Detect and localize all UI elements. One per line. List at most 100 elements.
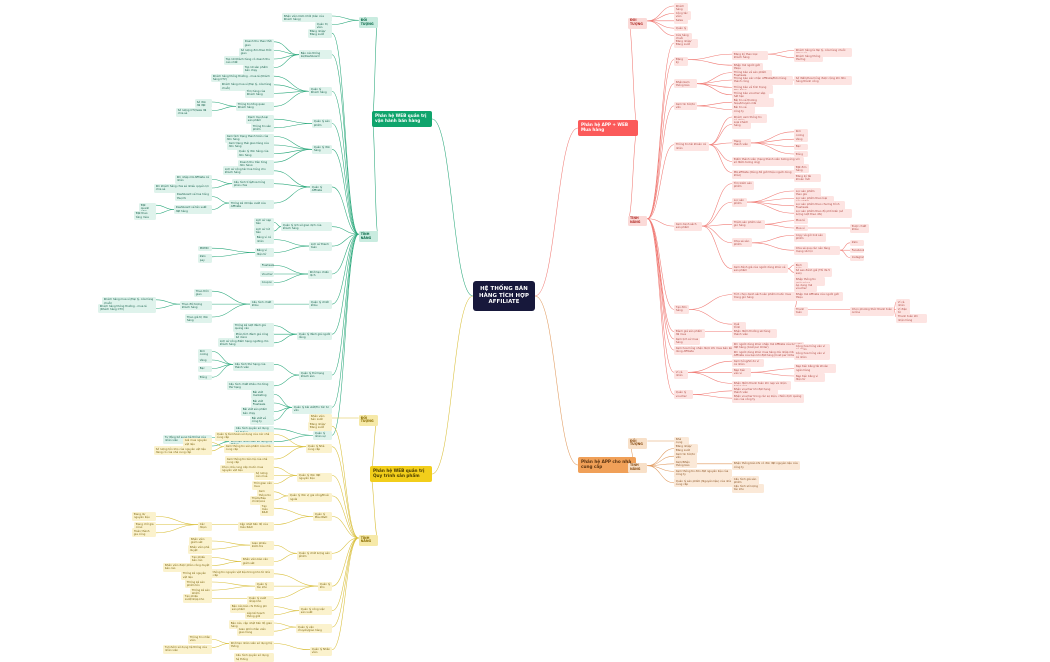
node-depth2[interactable]: Thêm/điều chỉnh/xoá [250,495,274,505]
node-depth5[interactable]: Thanh toán khi nhận hàng [896,314,927,324]
node-depth2[interactable]: Cấu hình số lượng tồn kho [732,483,764,493]
node-depth1[interactable]: Đăng nhập/Đăng xuất [674,38,698,48]
node-depth3[interactable]: MOMO [198,245,212,252]
branch-node-web-ban-hang[interactable]: Phân hệ WEB quản trị vận hành bán hàng [372,111,432,127]
node-depth2[interactable]: Bảng vỉ cá nhân [255,235,274,245]
node-depth2[interactable]: Nhân viên báo cáo giám sát [241,557,274,567]
category-đối-tượng[interactable]: ĐỐI TƯỢNG [628,17,648,29]
node-depth3[interactable]: Kim cương [198,348,212,358]
category-đối-tượng[interactable]: ĐỐI TƯỢNG [358,415,378,426]
node-depth3[interactable]: Lọc sản phẩm theo độ phổ biến (số lượng … [794,208,852,218]
node-depth2[interactable]: Khách hàng mua sỉ (Đại lý, cửa hàng chuỗ… [220,82,274,92]
node-depth1[interactable]: Đăng nhập/Đăng xuất [308,421,332,431]
node-depth2[interactable]: Thông tin tổng quan Khách hàng [236,101,274,111]
node-depth2[interactable]: Xem thông tin sản phẩm của nhà cung cấp [224,444,274,453]
node-depth2[interactable]: Chọn nhà cung cấp muốn mua nguyên vật li… [220,464,274,474]
node-depth2[interactable]: Giao phối nhân viên giao hàng [237,626,274,636]
node-depth1[interactable]: Quản lý sản phẩm [312,119,332,129]
node-depth2[interactable]: Thông báo về sản phẩm Flashsale [732,69,772,79]
node-depth2[interactable]: Khách hàng thông thường - mua lẻ (Khách … [211,73,274,83]
node-depth2[interactable]: Nhận điểm thanh toán khi nạp và nhận lượ… [732,380,791,390]
node-depth2[interactable]: Khi người dùng khác mua hàng mà nhập mã … [732,349,804,359]
node-depth3[interactable]: Bình luận [794,262,808,272]
node-depth3[interactable]: Zalo pay [198,254,212,264]
node-depth2[interactable]: Tích chọn danh sách sản phẩm muốn mua tr… [732,291,799,301]
node-depth1[interactable]: Xem hoa hồng nhận được khi mua bán kênh … [674,345,743,355]
node-depth1[interactable]: Khách hàng [674,3,688,13]
node-depth1[interactable]: Đăng nhập/Đăng xuất [308,28,332,38]
node-depth2[interactable]: Báo cáo báo chi thống phi sản phẩm [230,603,274,613]
node-depth2[interactable]: Quản lý xuất nhập kho [247,595,274,605]
node-depth2[interactable]: Cấu hình chiết khấu cho từng thứ hạng [227,381,274,391]
node-depth3[interactable]: Nhân viên giám sát [189,536,212,546]
node-depth2[interactable]: Doanh thu trên từng đơn hàng [238,159,274,169]
node-depth3[interactable]: Số đơn đã đặt [195,99,212,109]
node-depth1[interactable]: Nhân viên Sản xuất [309,413,332,423]
branch-node-app-nha-cung-cap[interactable]: Phân hệ APP cho nhà cung cấp [578,457,636,473]
node-depth2[interactable]: Cấu hình quyền sử dụng hệ thống [234,653,274,662]
node-depth2[interactable]: Xem thông tin [257,489,274,499]
node-depth2[interactable]: Quản lý tài khoản sử dụng của các nhà cu… [215,431,274,441]
node-depth4[interactable]: Khách hàng mua sỉ (Đại lý, cửa hàng chuỗ… [102,297,156,307]
node-depth3[interactable]: Dashboard về hoa hồng thu/chi [175,192,212,202]
node-depth3[interactable]: Khách hàng thông thường [794,53,823,63]
node-depth1[interactable]: Quản lý chất lượng sản phẩm [297,550,332,560]
node-depth2[interactable]: Nhận thông báo khi có đơn đặt nguyên liệ… [732,461,800,471]
node-depth1[interactable]: Quản trị viên [315,21,332,31]
node-depth2[interactable]: Hạng thành viên [732,138,751,148]
node-depth4[interactable]: Zalo [850,240,864,246]
node-depth5[interactable]: Ví điện tử [896,306,910,316]
node-depth3[interactable]: Theo đối tượng khách hàng [180,301,212,311]
node-depth1[interactable]: Tạo đơn hàng [674,305,689,314]
node-depth2[interactable]: Xem trạng thái giao hàng của đơn hàng [227,140,274,150]
node-depth3[interactable]: Vàng [794,136,808,143]
node-depth3[interactable]: Cộng hoa hồng vào ví cá nhân [794,351,830,361]
node-depth2[interactable]: Tìm hàng của Khách hàng [245,89,274,98]
node-depth3[interactable]: Theo thời gian [194,288,212,298]
node-depth4[interactable]: Instagram [850,254,864,261]
node-depth2[interactable]: Thời gian cần mua [252,480,274,490]
node-depth5[interactable]: Ví cá nhân [896,299,910,309]
node-depth2[interactable]: Giao phiếu kiểm tra [250,540,274,550]
node-depth2[interactable]: Nhập mã người giới thiệu [732,62,763,72]
node-depth3[interactable]: Bạc [794,143,808,150]
node-depth2[interactable]: Cập nhật tiến độ của mẫu R&D [238,521,274,531]
node-depth2[interactable]: Quản lý đơn hàng của đơn hàng [237,149,274,159]
node-depth2[interactable]: Nhận voucher trong các sự kiện, chiến dị… [732,393,804,403]
node-depth2[interactable]: Thống kê dữ liệu xuất của Affiliate [229,200,274,210]
category-tính-năng[interactable]: TÍNH NĂNG [628,462,648,474]
node-depth3[interactable]: Nhân viên phê duyệt [188,544,212,554]
node-depth2[interactable]: Cấu hình chiết khấu [250,299,274,309]
node-depth2[interactable]: Thêm sản phẩm vào giỏ hàng [732,219,765,229]
node-depth2[interactable]: Khách xem thông tin cá nhân [732,114,767,124]
node-depth2[interactable]: Xem đánh giá của người dùng khác về sản … [732,264,788,274]
node-depth3[interactable]: Cộng hoa hồng vào ví cá nhân [794,343,830,353]
node-depth1[interactable]: Quản lý bài viết/Tin tức tư vấn [292,404,332,414]
category-tính-năng[interactable]: TÍNH NĂNG [358,231,378,242]
node-depth1[interactable]: Quản lý chiết khấu [309,299,332,309]
node-depth2[interactable]: Nhận điểm thưởng sẽ hàng thành viên [732,328,777,338]
root-node[interactable]: HỆ THỐNG BÁN HÀNG TÍCH HỢP AFFILIATE [473,281,535,311]
node-depth2[interactable]: Coupon [260,279,274,286]
node-depth3[interactable]: Số lượng tồn kho của nguyên vật liệu đan… [154,446,212,456]
node-depth3[interactable]: Dashboard về tần suất đặt hàng [174,205,212,215]
node-depth2[interactable]: Xem thông tin liên hệ của nhà cung cấp [225,456,274,466]
node-depth2[interactable]: Điểm thành viên (hạng thành viên tương ứ… [732,157,804,166]
node-depth4[interactable]: Facebook [850,247,864,254]
node-depth2[interactable]: Top 10 sản phẩm bán chạy [243,64,274,74]
node-depth1[interactable]: Khởi tạo chiến dịch [308,269,332,279]
node-depth3[interactable]: Nhập mã Affiliate của người giới thiệu [794,291,843,301]
node-depth2[interactable]: Nạp tiền vào ví [732,367,751,377]
node-depth3[interactable]: Thanh toán [794,306,808,316]
node-depth2[interactable]: Lọc sản phẩm [732,197,747,207]
node-depth3[interactable]: Tự/nhóm sử dụng hệ thống của nhân viên [163,644,212,654]
node-depth1[interactable]: Đánh giá sản phẩm đã mua [674,328,705,338]
node-depth2[interactable]: Báo cáo, cập nhật tiến độ giao hàng [229,620,274,630]
node-depth2[interactable]: Thông báo về tình trạng đơn hàng [732,84,773,94]
node-depth2[interactable]: Khởi tạo nhân viên sử dụng hệ thống [229,640,274,650]
node-depth1[interactable]: Đăng ký [674,56,688,66]
node-depth2[interactable]: Thống kê lượt đánh giá quảng cáo [233,322,274,332]
node-depth2[interactable]: Khi người dùng khác nhập mã Affiliate củ… [732,342,804,351]
node-depth3[interactable]: Vàng [198,357,212,364]
node-depth3[interactable]: Khi nhập mã Affiliate cá nhân [175,175,212,184]
